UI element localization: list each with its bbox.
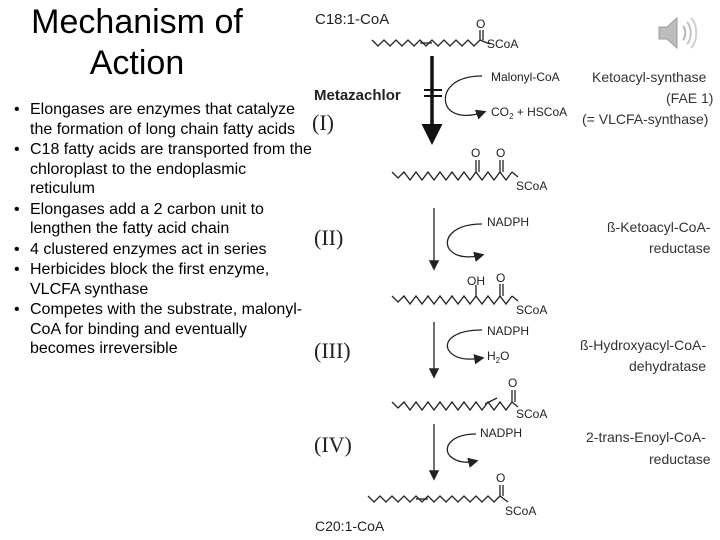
- bullet-item: Elongases add a 2 carbon unit to lengthe…: [12, 200, 312, 239]
- cofactor-arrow: [446, 223, 485, 262]
- stage-label-1: (I): [312, 110, 334, 135]
- hydroxyl-group: OH: [467, 274, 485, 288]
- enzyme-4-name: 2-trans-Enoyl-CoA-: [586, 429, 706, 445]
- scoa-group: SCoA: [516, 303, 547, 317]
- oxygen-atom: O: [508, 376, 517, 390]
- cofactor-arrow: [446, 433, 479, 468]
- bullet-item: Elongases are enzymes that catalyze the …: [12, 100, 312, 139]
- stage-label-4: (IV): [314, 432, 352, 457]
- oxygen-atom: O: [496, 271, 505, 285]
- oxygen-atom: O: [496, 471, 505, 485]
- speaker-icon[interactable]: [655, 14, 703, 52]
- enzyme-2-name: ß-Ketoacyl-CoA-: [607, 219, 711, 235]
- oxygen-atom: O: [476, 17, 485, 31]
- co2-label: CO2 + HSCoA: [491, 105, 567, 121]
- c18-molecule: [371, 30, 491, 47]
- cofactor-arrow: [444, 75, 487, 120]
- inhibitor-label: Metazachlor: [314, 87, 401, 104]
- slide-title: Mechanism of Action: [31, 3, 243, 82]
- stage-label-2: (II): [314, 225, 343, 250]
- water-label: H2O: [487, 349, 509, 365]
- hydroxyacyl-molecule: [391, 284, 519, 306]
- scoa-group: SCoA: [505, 504, 536, 518]
- enzyme-1-note: (= VLCFA-synthase): [582, 111, 708, 127]
- nadph-label: NADPH: [480, 426, 522, 440]
- bullet-item: Competes with the substrate, malonyl-CoA…: [12, 300, 312, 359]
- nadph-label: NADPH: [487, 324, 529, 338]
- bullet-item: Herbicides block the first enzyme, VLCFA…: [12, 260, 312, 299]
- start-label: C18:1-CoA: [315, 11, 389, 28]
- oxygen-atom: O: [471, 146, 480, 160]
- scoa-group: SCoA: [516, 179, 547, 193]
- enzyme-1-alias: (FAE 1): [666, 90, 713, 106]
- enzyme-2-type: reductase: [649, 240, 711, 256]
- enzyme-4-type: reductase: [649, 451, 711, 467]
- enzyme-3-name: ß-Hydroxyacyl-CoA-: [580, 337, 706, 353]
- stage-label-3: (III): [314, 338, 351, 363]
- enzyme-3-type: dehydratase: [629, 358, 706, 374]
- scoa-group: SCoA: [516, 407, 547, 421]
- bullet-item: C18 fatty acids are transported from the…: [12, 140, 312, 199]
- enoyl-molecule: [391, 390, 519, 412]
- enzyme-1-name: Ketoacyl-synthase: [592, 69, 707, 85]
- cofactor-arrow: [446, 329, 485, 365]
- bullet-item: 4 clustered enzymes act in series: [12, 240, 312, 260]
- end-label: C20:1-CoA: [315, 518, 385, 534]
- scoa-group: SCoA: [487, 37, 518, 51]
- ketoacyl-molecule: [391, 160, 519, 182]
- nadph-label: NADPH: [487, 215, 529, 229]
- bullet-list: Elongases are enzymes that catalyze the …: [12, 100, 312, 360]
- c20-molecule: [367, 485, 509, 503]
- malonyl-coa-label: Malonyl-CoA: [491, 70, 560, 84]
- oxygen-atom: O: [496, 146, 505, 160]
